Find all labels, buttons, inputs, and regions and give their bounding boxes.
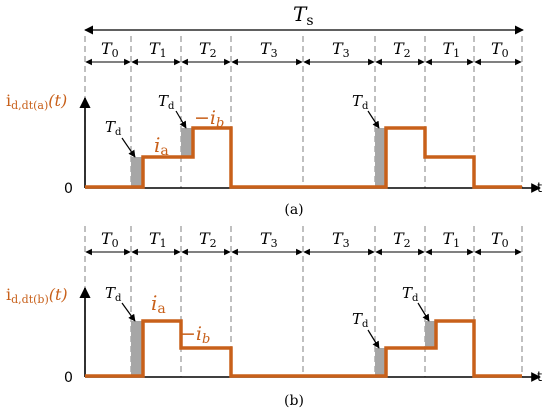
ylabel-b: id,dt(b)(t)	[6, 285, 68, 306]
deadtime-shade	[375, 348, 386, 376]
interval-label: T1	[149, 39, 167, 60]
td-pointer	[175, 110, 187, 129]
t-axis-label-b: t	[537, 370, 542, 385]
td-label: Td	[105, 284, 122, 304]
interval-label: T2	[393, 229, 411, 250]
interval-label: T1	[443, 39, 461, 60]
deadtime-shade	[425, 321, 436, 348]
caption-b: (b)	[284, 393, 304, 409]
td-label: Td	[105, 118, 122, 138]
interval-label: T3	[332, 39, 350, 60]
interval-label: T1	[149, 229, 167, 250]
interval-label: T0	[101, 39, 119, 60]
interval-label: T0	[491, 39, 509, 60]
zero-label-b: 0	[64, 370, 73, 386]
ylabel-a: id,dt(a)(t)	[6, 91, 67, 112]
ts-label: Ts	[293, 2, 314, 29]
deadtime-shade	[131, 157, 143, 187]
deadtime-shade	[375, 128, 386, 187]
ia-label-a: ia	[154, 133, 169, 159]
td-label: Td	[352, 310, 369, 330]
td-label: Td	[158, 92, 175, 112]
td-pointer	[367, 110, 380, 129]
interval-label: T3	[260, 39, 278, 60]
zero-label-a: 0	[64, 181, 73, 197]
deadtime-shade	[181, 128, 193, 157]
ib-label-a: −ib	[194, 107, 224, 131]
interval-arrows-b: T0 T1 T2 T3 T3 T2 T1 T0	[85, 229, 522, 256]
interval-label: T3	[332, 229, 350, 250]
deadtime-shade	[131, 321, 143, 376]
td-pointer	[367, 329, 380, 349]
td-pointer	[417, 302, 430, 322]
td-label: Td	[402, 284, 419, 304]
interval-label: T2	[199, 39, 217, 60]
interval-label: T0	[491, 229, 509, 250]
current-waveform-b	[85, 319, 522, 378]
interval-arrows-a: T0 T1 T2 T3 T3 T2 T1 T0	[85, 39, 522, 66]
td-label: Td	[352, 92, 369, 112]
ts-period-span: Ts	[84, 2, 524, 35]
td-pointer	[121, 137, 136, 158]
interval-label: T3	[260, 229, 278, 250]
ia-label-b: ia	[151, 291, 166, 317]
interval-dividers-a	[84, 36, 523, 188]
ib-label-b: −ib	[180, 323, 210, 347]
interval-label: T2	[199, 229, 217, 250]
t-axis-label-a: t	[537, 181, 542, 196]
current-waveform-a	[85, 126, 522, 189]
caption-a: (a)	[284, 202, 303, 218]
td-pointer	[121, 302, 136, 322]
interval-label: T1	[443, 229, 461, 250]
interval-label: T0	[101, 229, 119, 250]
interval-label: T2	[393, 39, 411, 60]
